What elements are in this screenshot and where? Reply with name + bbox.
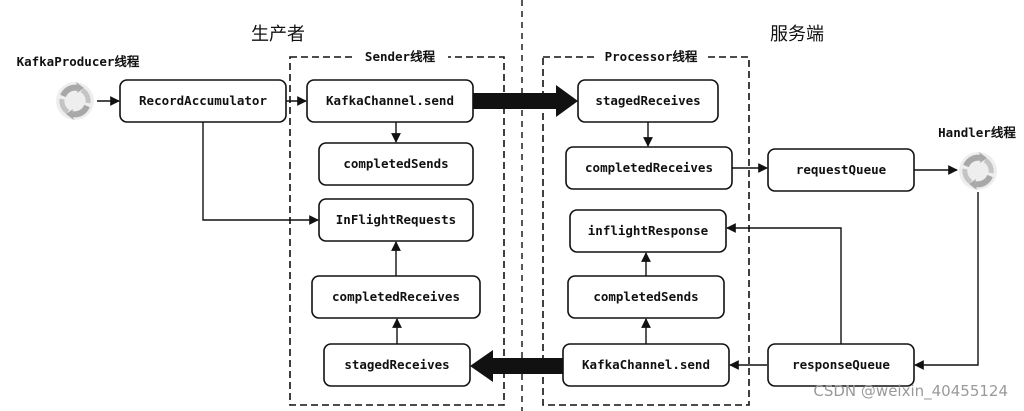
- svg-text:inflightResponse: inflightResponse: [588, 223, 709, 238]
- sender-thread-label: Sender线程: [365, 49, 436, 64]
- arrow-accumulator-to-inflight: [202, 122, 319, 225]
- proc-inflight-response-node: inflightResponse: [569, 209, 727, 253]
- svg-text:stagedReceives: stagedReceives: [595, 93, 700, 108]
- sender-completed-receives-node: completedReceives: [311, 275, 481, 319]
- svg-text:stagedReceives: stagedReceives: [344, 357, 449, 372]
- processor-thread-label: Processor线程: [605, 49, 698, 64]
- svg-text:requestQueue: requestQueue: [796, 162, 887, 177]
- svg-text:responseQueue: responseQueue: [792, 357, 890, 372]
- network-response-arrow: [470, 350, 563, 382]
- svg-text:InFlightRequests: InFlightRequests: [336, 212, 456, 227]
- handler-thread-label: Handler线程: [938, 125, 1016, 140]
- arrow-response-queue-to-inflight-response: [726, 223, 842, 344]
- svg-text:KafkaChannel.send: KafkaChannel.send: [326, 93, 454, 108]
- server-section-title: 服务端: [770, 24, 824, 45]
- processor-thread-frame: Processor线程: [542, 49, 750, 406]
- producer-section-title: 生产者: [251, 24, 305, 45]
- producer-thread-label: KafkaProducer线程: [17, 54, 140, 69]
- sender-inflight-requests-node: InFlightRequests: [318, 198, 474, 242]
- svg-text:completedReceives: completedReceives: [585, 160, 713, 175]
- producer-cycle-icon: [56, 82, 94, 120]
- proc-staged-receives-node: stagedReceives: [577, 79, 719, 123]
- proc-completed-receives-node: completedReceives: [565, 146, 733, 190]
- sender-staged-receives-node: stagedReceives: [323, 343, 471, 387]
- sender-channel-send-node: KafkaChannel.send: [306, 79, 474, 123]
- network-request-arrow: [473, 85, 578, 117]
- proc-completed-sends-node: completedSends: [567, 275, 725, 319]
- svg-text:completedSends: completedSends: [593, 289, 698, 304]
- svg-text:RecordAccumulator: RecordAccumulator: [139, 93, 267, 108]
- svg-text:completedSends: completedSends: [343, 156, 448, 171]
- request-queue-node: requestQueue: [767, 148, 915, 192]
- svg-text:KafkaChannel.send: KafkaChannel.send: [582, 357, 710, 372]
- arrow-handler-to-response-queue: [914, 192, 979, 370]
- handler-cycle-icon: [959, 152, 997, 190]
- response-queue-node: responseQueue: [767, 343, 915, 387]
- svg-text:completedReceives: completedReceives: [332, 289, 460, 304]
- proc-channel-send-node: KafkaChannel.send: [562, 343, 730, 387]
- watermark-text: CSDN @weixin_40455124: [813, 382, 1008, 401]
- sender-completed-sends-node: completedSends: [318, 142, 474, 186]
- sender-thread-frame: Sender线程: [289, 49, 505, 406]
- record-accumulator-node: RecordAccumulator: [119, 79, 287, 123]
